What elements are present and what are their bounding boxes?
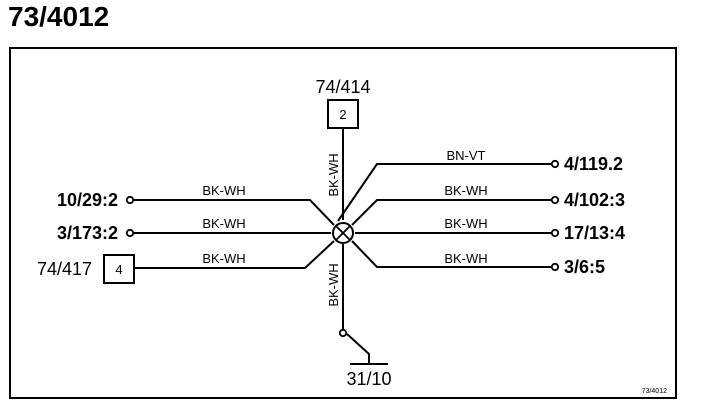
top-connector-pin: 2 <box>339 107 346 122</box>
wire-right-2 <box>351 199 551 226</box>
wire-label-right-4: BK-WH <box>444 251 487 266</box>
wire-left-connector <box>134 240 335 269</box>
wire-label-ground: BK-WH <box>326 263 341 306</box>
ground-lead <box>346 333 370 364</box>
wire-left-1 <box>133 199 335 226</box>
wire-right-4 <box>351 240 551 268</box>
top-connector-label: 74/414 <box>315 77 370 97</box>
terminal-left-1-label: 10/29:2 <box>57 190 118 210</box>
terminal-left-2-label: 3/173:2 <box>57 223 118 243</box>
left-connector-pin: 4 <box>115 262 122 277</box>
terminal-right-2-icon <box>550 195 560 205</box>
diagram-code: 73/4012 <box>642 388 667 395</box>
wire-label-right-2: BK-WH <box>444 183 487 198</box>
wire-label-right-3: BK-WH <box>444 216 487 231</box>
terminal-right-1-icon <box>550 159 560 169</box>
terminal-right-1-label: 4/119.2 <box>564 154 623 174</box>
wire-label-left-2: BK-WH <box>202 216 245 231</box>
terminal-right-2-label: 4/102:3 <box>564 190 625 210</box>
terminal-ground-icon <box>338 328 348 338</box>
wire-label-right-1: BN-VT <box>447 148 486 163</box>
top-connector-box <box>327 99 359 129</box>
wire-right-1 <box>337 163 551 222</box>
left-connector-box <box>103 254 135 284</box>
terminal-right-3-label: 17/13:4 <box>564 223 625 243</box>
terminal-right-3-icon <box>550 228 560 238</box>
terminal-left-1-icon <box>125 195 135 205</box>
diagram-frame <box>9 47 677 399</box>
wire-label-top: BK-WH <box>326 153 341 196</box>
terminal-right-4-label: 3/6:5 <box>564 257 605 277</box>
wire-label-left-1: BK-WH <box>202 183 245 198</box>
left-connector-label: 74/417 <box>37 259 92 279</box>
ground-label: 31/10 <box>346 369 391 389</box>
splice-node-icon <box>332 222 354 244</box>
terminal-right-4-icon <box>550 262 560 272</box>
page-title: 73/4012 <box>8 1 110 32</box>
wire-label-left-connector: BK-WH <box>202 251 245 266</box>
terminal-left-2-icon <box>125 228 135 238</box>
